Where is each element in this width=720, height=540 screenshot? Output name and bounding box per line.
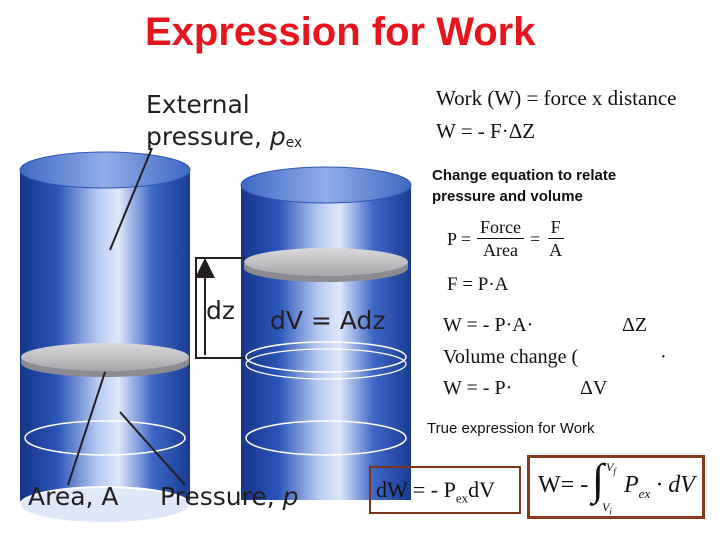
pressure-definition: P = Force Area = F A bbox=[447, 217, 565, 261]
integral-lower-limit: Vi bbox=[602, 500, 612, 516]
integrand-dv: · dV bbox=[656, 472, 695, 498]
work-force-equation: W = - F·ΔZ bbox=[436, 119, 536, 143]
volume-change-dot: · bbox=[660, 346, 667, 368]
pressure-pointer bbox=[119, 411, 186, 486]
label-pressure-var: p bbox=[282, 482, 299, 511]
frac-force: Force bbox=[477, 217, 524, 239]
label-external-pressure-text: pressure, bbox=[146, 122, 270, 151]
work-pa-left: W = - P·A· bbox=[443, 314, 534, 336]
work-pv-left: W = - P· bbox=[443, 377, 513, 399]
integral-lhs: W= - bbox=[538, 472, 589, 498]
frac-a: A bbox=[549, 239, 563, 260]
upper-v: V bbox=[606, 460, 614, 474]
left-cylinder bbox=[19, 151, 191, 524]
label-dv: dV = Adz bbox=[270, 306, 386, 335]
label-dz: dz bbox=[206, 296, 235, 325]
f-over-a: F A bbox=[546, 217, 565, 261]
lower-v: V bbox=[602, 500, 610, 514]
pressure-eq: = bbox=[529, 229, 541, 250]
integral-sign: ∫ bbox=[592, 455, 605, 504]
volume-change: Volume change ( bbox=[443, 346, 579, 368]
dw-main: dW = - P bbox=[376, 477, 456, 502]
lower-sub: i bbox=[609, 506, 612, 517]
right-piston-original-outline-lower bbox=[245, 348, 407, 380]
label-external-pressure-var: p bbox=[269, 122, 286, 151]
dz-bracket bbox=[195, 257, 245, 359]
label-area: Area, A bbox=[28, 482, 119, 511]
right-cylinder bbox=[240, 166, 412, 500]
differential-work-box: dW = - PexdV bbox=[369, 466, 521, 514]
external-pressure-pointer bbox=[109, 147, 153, 251]
pressure-lhs: P = bbox=[447, 229, 471, 250]
label-pressure: Pressure, p bbox=[160, 484, 299, 509]
piston-cylinder-illustration bbox=[19, 147, 412, 524]
label-external: External bbox=[146, 90, 250, 119]
work-pa-right: ΔZ bbox=[622, 314, 648, 336]
left-piston bbox=[21, 343, 189, 371]
integrand-p: P bbox=[624, 472, 639, 498]
label-external-pressure-sub: ex bbox=[285, 135, 303, 152]
differential-work-equation: dW = - PexdV bbox=[376, 477, 495, 506]
right-piston bbox=[244, 248, 408, 276]
frac-f: F bbox=[547, 217, 564, 239]
integrand: Pex · dV bbox=[624, 472, 695, 502]
label-external-pressure: pressure, pex bbox=[146, 124, 302, 151]
integral-upper-limit: Vf bbox=[606, 460, 616, 476]
right-piston-edge bbox=[244, 262, 408, 282]
right-piston-original-outline bbox=[245, 341, 407, 373]
integrand-p-sub: ex bbox=[638, 485, 651, 501]
label-pressure-text: Pressure, bbox=[160, 482, 283, 511]
work-pv-right: ΔV bbox=[580, 377, 608, 399]
dw-sub: ex bbox=[455, 490, 469, 506]
dw-end: dV bbox=[468, 477, 496, 502]
frac-area: Area bbox=[483, 239, 518, 260]
true-expression-note: True expression for Work bbox=[427, 420, 595, 437]
upper-sub: f bbox=[613, 466, 616, 477]
area-pointer bbox=[67, 371, 106, 486]
change-equation-note: Change equation to relate pressure and v… bbox=[432, 167, 617, 205]
slide-title: Expression for Work bbox=[145, 10, 536, 54]
integral-work-box: W= - ∫ Vf Vi Pex · dV bbox=[527, 455, 705, 519]
force-equation: F = P·A bbox=[447, 274, 509, 295]
left-piston-edge bbox=[21, 357, 189, 377]
work-definition: Work (W) = force x distance bbox=[436, 86, 677, 110]
force-over-area: Force Area bbox=[477, 217, 524, 261]
